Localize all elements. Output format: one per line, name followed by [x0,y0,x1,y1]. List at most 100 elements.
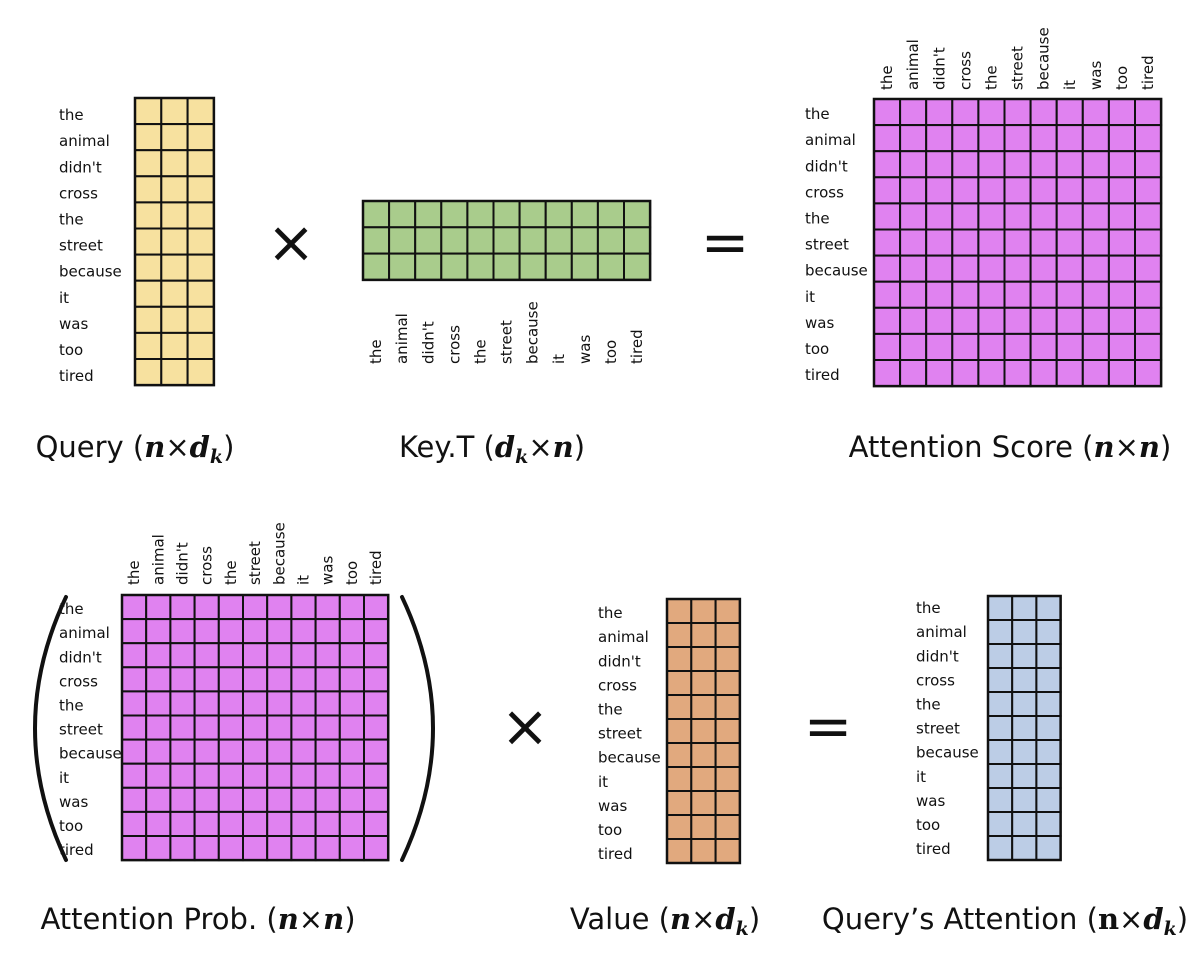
score-matrix-cell [977,254,1006,283]
prob-matrix-cell [217,762,245,789]
score-matrix-cell [1003,359,1032,388]
score-matrix-cell [1081,228,1110,257]
prob-matrix-cell [338,714,365,741]
score-matrix-cell [925,254,954,283]
prob-matrix-cell [242,594,269,621]
query-matrix-cell [134,201,163,230]
key-caption: Key.T (dk×n) [399,430,585,468]
prob-matrix-cell [217,690,245,717]
score-matrix-cell [925,228,954,257]
score-matrix-cell [977,359,1006,388]
prob-matrix-cell [121,714,148,741]
score-matrix-cell [899,150,928,179]
value-matrix-cell [666,670,693,696]
score-matrix-cell [1055,228,1084,257]
query-row-label: because [59,263,122,281]
prob-col-label: the [222,560,240,585]
prob-matrix-cell [217,714,245,741]
prob-matrix-cell [290,666,317,693]
prob-matrix-cell [338,835,365,862]
score-matrix-cell [1055,306,1084,335]
attention-row-label: was [916,792,945,810]
score-matrix-cell [873,332,902,361]
score-matrix-cell [899,124,928,153]
prob-matrix-cell [290,714,317,741]
value-matrix-cell [666,694,693,720]
prob-matrix-cell [338,642,365,669]
key-matrix-cell [570,252,599,281]
prob-matrix-cell [338,690,365,717]
query-matrix-cell [160,201,189,230]
prob-row-label: street [59,721,103,739]
prob-row-label: the [59,600,84,618]
score-matrix-cell [1107,202,1137,231]
key-matrix-cell [596,252,626,281]
attention-matrix-cell [1011,667,1038,693]
value-matrix-cell [714,814,741,840]
value-matrix-cell [666,742,693,768]
prob-matrix-cell [193,690,220,717]
value-matrix-cell [690,694,717,720]
prob-matrix-cell [193,762,220,789]
score-matrix-cell [1107,280,1137,309]
score-matrix-cell [1081,202,1110,231]
value-matrix-cell [666,766,693,792]
value-row-label: street [598,725,642,743]
prob-matrix-cell [314,762,341,789]
value-row-label: cross [598,676,637,694]
score-matrix-cell [899,359,928,388]
prob-matrix-cell [121,594,148,621]
prob-matrix-cell [169,762,196,789]
attention-row-label: animal [916,623,967,641]
prob-row-label: cross [59,672,98,690]
score-col-label: was [1087,61,1105,90]
attention-matrix-cell [987,739,1014,765]
prob-matrix-cell [266,594,293,621]
score-col-label: it [1061,80,1079,90]
attention-matrix-cell [987,715,1014,741]
score-row-label: tired [805,366,840,384]
prob-matrix-cell [363,594,390,621]
prob-col-label: was [319,556,337,585]
query-matrix-cell [186,175,215,204]
prob-matrix-cell [169,690,196,717]
prob-matrix-cell [217,594,245,621]
score-matrix-cell [899,306,928,335]
prob-row-label: didn't [59,648,102,666]
query-row-label: tired [59,367,94,385]
attention-matrix-cell [987,835,1014,861]
score-col-label: didn't [930,47,948,90]
prob-matrix-cell [145,738,172,765]
score-matrix-cell [1055,98,1084,127]
prob-matrix-cell [266,618,293,645]
prob-matrix-cell [145,835,172,862]
score-row-label: because [805,262,868,280]
attention-matrix-cell [1035,835,1062,861]
prob-matrix-cell [314,666,341,693]
score-matrix-cell [1134,98,1163,127]
score-matrix-cell [1003,254,1032,283]
prob-col-label: too [343,561,361,585]
attention-score-caption: Attention Score (n×n) [849,430,1172,464]
multiply-operator-top: × [267,208,316,276]
query-matrix-cell [160,358,189,387]
score-col-label: cross [956,51,974,90]
key-matrix-cell [466,252,495,281]
prob-matrix-cell [242,762,269,789]
score-matrix-cell [977,124,1006,153]
key-matrix-cell [570,200,599,229]
prob-row-label: it [59,769,69,787]
score-matrix-cell [899,332,928,361]
prob-matrix-cell [121,642,148,669]
value-matrix-cell [690,646,717,672]
value-matrix-cell [714,694,741,720]
attention-matrix-cell [1035,763,1062,789]
score-row-label: street [805,236,849,254]
score-matrix-cell [977,228,1006,257]
prob-matrix-cell [145,666,172,693]
key-matrix-cell [362,252,391,281]
token-label-layer: theanimaldidn'tcrossthestreetbecauseitwa… [59,27,1157,863]
prob-matrix-cell [121,738,148,765]
score-matrix-cell [951,124,980,153]
